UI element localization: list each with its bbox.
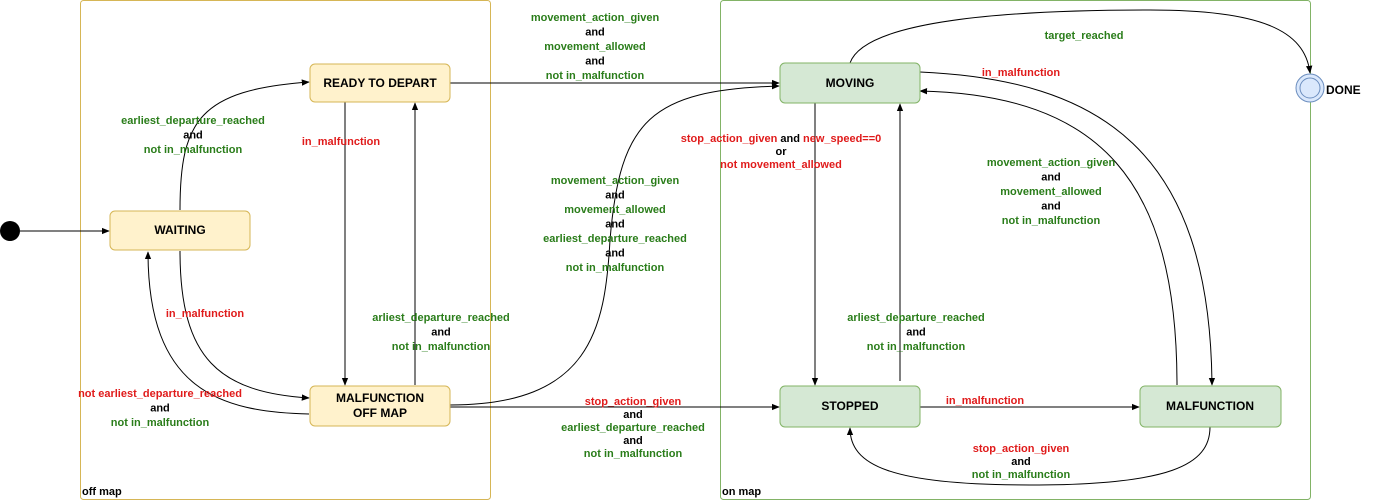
- edge-label-line: and: [585, 27, 605, 39]
- edge-moving-to-done: [849, 9, 1313, 74]
- state-stopped[interactable]: [779, 385, 921, 428]
- initial-state-dot: [0, 221, 20, 241]
- edge-label-line: movement_allowed: [564, 204, 665, 216]
- edge-label-line: movement_action_given: [987, 157, 1116, 169]
- done-state-inner: [1299, 77, 1321, 99]
- edge-label-line: and: [183, 130, 203, 142]
- edge-label-line: earliest_departure_reached: [543, 233, 687, 245]
- edge-label-line: and: [605, 219, 625, 231]
- edge-label-line: and: [605, 248, 625, 260]
- edge-label-line: not movement_allowed: [720, 159, 842, 171]
- edge-malfoff-to-waiting: [144, 251, 310, 415]
- edge-label-line: not in_malfunction: [867, 341, 966, 353]
- edge-label-line: movement_action_given: [531, 12, 660, 24]
- on-map-group-label: on map: [722, 486, 761, 498]
- edge-label-stopped-to-malf: in_malfunction: [946, 395, 1025, 407]
- edge-label-ready-to-malf: in_malfunction: [302, 136, 381, 148]
- edge-label-line: or: [776, 146, 788, 158]
- edge-label-line: not in_malfunction: [111, 417, 210, 429]
- edge-label-line: movement_allowed: [1000, 186, 1101, 198]
- edge-label-line: arliest_departure_reached: [847, 312, 985, 324]
- state-ready-to-depart-label: READY TO DEPART: [323, 76, 437, 90]
- edge-label-line: not in_malfunction: [972, 469, 1071, 481]
- state-malfunction-off-map-label-2: OFF MAP: [353, 406, 407, 420]
- state-ready-to-depart[interactable]: [309, 63, 451, 103]
- state-stopped-label: STOPPED: [821, 399, 878, 413]
- edge-label-line: not in_malfunction: [546, 70, 645, 82]
- edge-label-line: not in_malfunction: [144, 144, 243, 156]
- state-malfunction-off-map-label-1: MALFUNCTION: [336, 391, 424, 405]
- state-waiting-label: WAITING: [154, 223, 205, 237]
- off-map-group: [80, 0, 491, 500]
- edge-malfunction-to-stopped: [846, 426, 1211, 486]
- edge-label-line: in_malfunction: [946, 395, 1025, 407]
- edge-label-line: and: [623, 409, 643, 421]
- edge-label-line: and: [906, 327, 926, 339]
- edge-label-line: and: [1041, 172, 1061, 184]
- edge-label-line: not in_malfunction: [566, 262, 665, 274]
- edge-malfoff-to-moving: [449, 83, 780, 406]
- edge-label-line: not in_malfunction: [392, 341, 491, 353]
- state-moving-label: MOVING: [826, 76, 875, 90]
- edge-label-line: target_reached: [1045, 30, 1124, 42]
- edge-label-line: movement_allowed: [544, 41, 645, 53]
- off-map-group-label: off map: [82, 486, 122, 498]
- edge-label-line: and: [605, 190, 625, 202]
- edge-label-line: stop_action_given: [585, 396, 682, 408]
- edge-label-line: movement_action_given: [551, 175, 680, 187]
- edge-label-malfoff-to-stopped: stop_action_givenandearliest_departure_r…: [561, 396, 705, 460]
- on-map-group: [720, 0, 1311, 500]
- state-malfunction[interactable]: [1139, 385, 1282, 428]
- edge-label-line: and: [150, 403, 170, 415]
- edge-label-line: earliest_departure_reached: [561, 422, 705, 434]
- edge-label-line: earliest_departure_reached: [121, 115, 265, 127]
- state-malfunction-label: MALFUNCTION: [1166, 399, 1254, 413]
- edge-label-line: and: [431, 327, 451, 339]
- edge-label-line: not earliest_departure_reached: [78, 388, 242, 400]
- edge-label-moving-to-stopped: stop_action_given and new_speed==0ornot …: [681, 133, 882, 171]
- edge-label-line: not in_malfunction: [1002, 215, 1101, 227]
- edge-label-moving-to-done: target_reached: [1045, 30, 1124, 42]
- edge-waiting-to-ready: [179, 79, 310, 211]
- edge-label-line: in_malfunction: [982, 67, 1061, 79]
- edge-label-line: arliest_departure_reached: [372, 312, 510, 324]
- edge-malfunction-to-moving: [919, 87, 1178, 386]
- edge-label-moving-to-malf: in_malfunction: [982, 67, 1061, 79]
- state-malfunction-off-map[interactable]: [309, 385, 451, 427]
- edge-waiting-to-malfoff: [179, 250, 310, 401]
- state-moving[interactable]: [779, 62, 921, 104]
- edge-label-line: and: [1041, 201, 1061, 213]
- edge-label-waiting-to-malf: in_malfunction: [166, 308, 245, 320]
- done-state-label: DONE: [1326, 83, 1361, 97]
- edge-label-line: in_malfunction: [302, 136, 381, 148]
- edge-label-line: not in_malfunction: [584, 448, 683, 460]
- edge-label-line: and: [585, 56, 605, 68]
- edge-label-line: and: [623, 435, 643, 447]
- state-waiting[interactable]: [109, 210, 251, 251]
- edge-label-line: in_malfunction: [166, 308, 245, 320]
- edge-label-line: stop_action_given: [973, 443, 1070, 455]
- edge-label-line: and: [1011, 456, 1031, 468]
- edge-moving-to-malfunction: [919, 71, 1216, 386]
- edge-label-line: stop_action_given and new_speed==0: [681, 133, 882, 145]
